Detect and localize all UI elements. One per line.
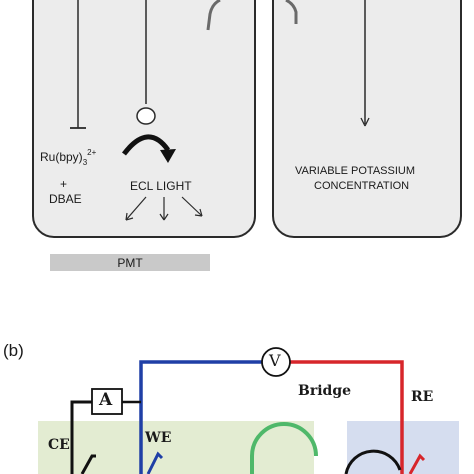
bridge-label: Bridge [298, 383, 352, 399]
counter-electrode [80, 454, 96, 474]
potassium-label-line1: VARIABLE POTASSIUM [295, 165, 416, 177]
light-arrows-icon [125, 196, 203, 221]
working-electrode-left [70, 0, 86, 129]
reagent-formula-sup: 2+ [87, 148, 97, 157]
reagent-formula: Ru(bpy)32+ [40, 148, 97, 167]
ecl-light-label: ECL LIGHT [130, 179, 192, 193]
salt-bridge [250, 422, 318, 474]
pmt-detector: PMT [50, 254, 210, 271]
ce-label: CE [48, 437, 70, 453]
right-hook-electrode [285, 0, 298, 24]
down-arrow-icon [360, 0, 370, 127]
reference-bridge-arc [344, 449, 402, 474]
we-label: WE [145, 430, 172, 446]
reagent-formula-sub: 3 [82, 158, 88, 167]
voltmeter-label: V [269, 351, 281, 370]
pmt-label: PMT [117, 255, 143, 270]
oval-electrode [136, 0, 156, 125]
re-label: RE [411, 389, 434, 405]
blue-wire [139, 360, 262, 474]
voltmeter [261, 347, 291, 377]
working-electrode [146, 451, 164, 474]
potassium-cell [272, 0, 462, 238]
reagent-dbae: DBAE [49, 192, 82, 206]
red-wire [290, 360, 404, 474]
ammeter [91, 388, 123, 415]
ammeter-label: A [99, 390, 113, 410]
black-wire-ce [70, 400, 92, 474]
curved-arrow-icon [122, 134, 176, 163]
potassium-label-line2: CONCENTRATION [314, 180, 410, 192]
reference-electrode [408, 453, 426, 474]
reagent-formula-base: Ru(bpy) [40, 150, 83, 164]
panel-b-label: (b) [3, 341, 24, 360]
working-tank [38, 421, 314, 474]
left-hook-electrode [206, 0, 221, 31]
plus-sign: + [60, 177, 68, 191]
